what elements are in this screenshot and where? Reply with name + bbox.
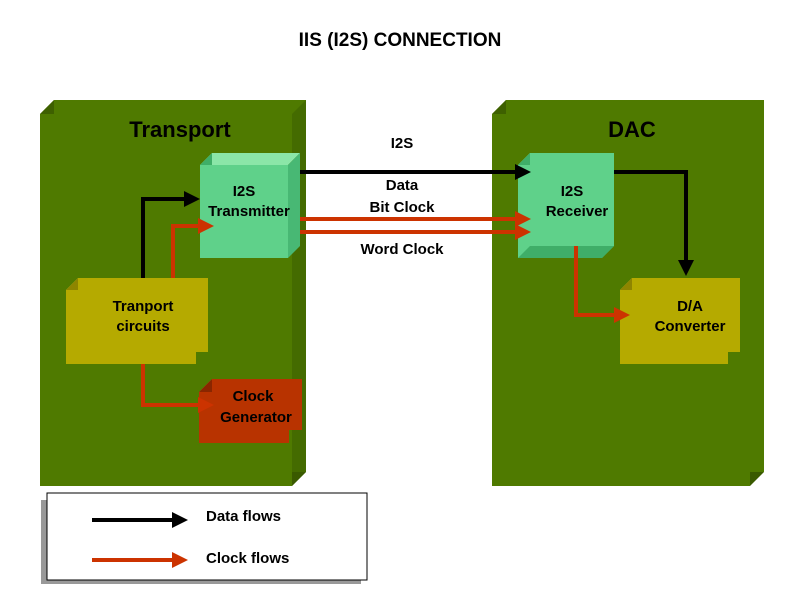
clock-generator-box bbox=[199, 379, 302, 443]
bus-data-label: Data bbox=[386, 177, 419, 194]
receiver-to-converter-clock-arrow bbox=[574, 246, 630, 323]
legend-clock-label: Clock flows bbox=[206, 550, 289, 567]
diagram-title: IIS (I2S) CONNECTION bbox=[299, 30, 502, 51]
receiver-label-line2: Receiver bbox=[546, 203, 609, 220]
da-converter-box bbox=[620, 278, 740, 364]
circuits-label-line1: Tranport bbox=[113, 298, 174, 315]
circuits-to-transmitter-clock-arrow bbox=[171, 218, 214, 278]
receiver-to-converter-data-arrow bbox=[614, 170, 694, 276]
legend-box bbox=[41, 492, 368, 584]
converter-label-line2: Converter bbox=[655, 318, 726, 335]
receiver-label-line1: I2S bbox=[561, 183, 584, 200]
i2s-receiver-box bbox=[518, 153, 614, 258]
transmitter-label-line2: Transmitter bbox=[208, 203, 290, 220]
transport-label: Transport bbox=[129, 117, 231, 142]
circuits-to-transmitter-data-arrow bbox=[141, 191, 200, 278]
bus-label: I2S bbox=[391, 135, 414, 152]
clock-gen-label-line2: Generator bbox=[220, 409, 292, 426]
i2s-transmitter-box bbox=[200, 153, 300, 258]
clock-gen-label-line1: Clock bbox=[233, 388, 275, 405]
bus-word-clock-label: Word Clock bbox=[360, 241, 444, 258]
circuits-to-clock-generator-arrow bbox=[141, 364, 214, 413]
circuits-label-line2: circuits bbox=[116, 318, 169, 335]
converter-label-line1: D/A bbox=[677, 298, 703, 315]
transport-circuits-box bbox=[66, 278, 208, 364]
legend-data-label: Data flows bbox=[206, 508, 281, 525]
bus-bit-clock-label: Bit Clock bbox=[369, 199, 435, 216]
transmitter-label-line1: I2S bbox=[233, 183, 256, 200]
dac-label: DAC bbox=[608, 117, 656, 142]
